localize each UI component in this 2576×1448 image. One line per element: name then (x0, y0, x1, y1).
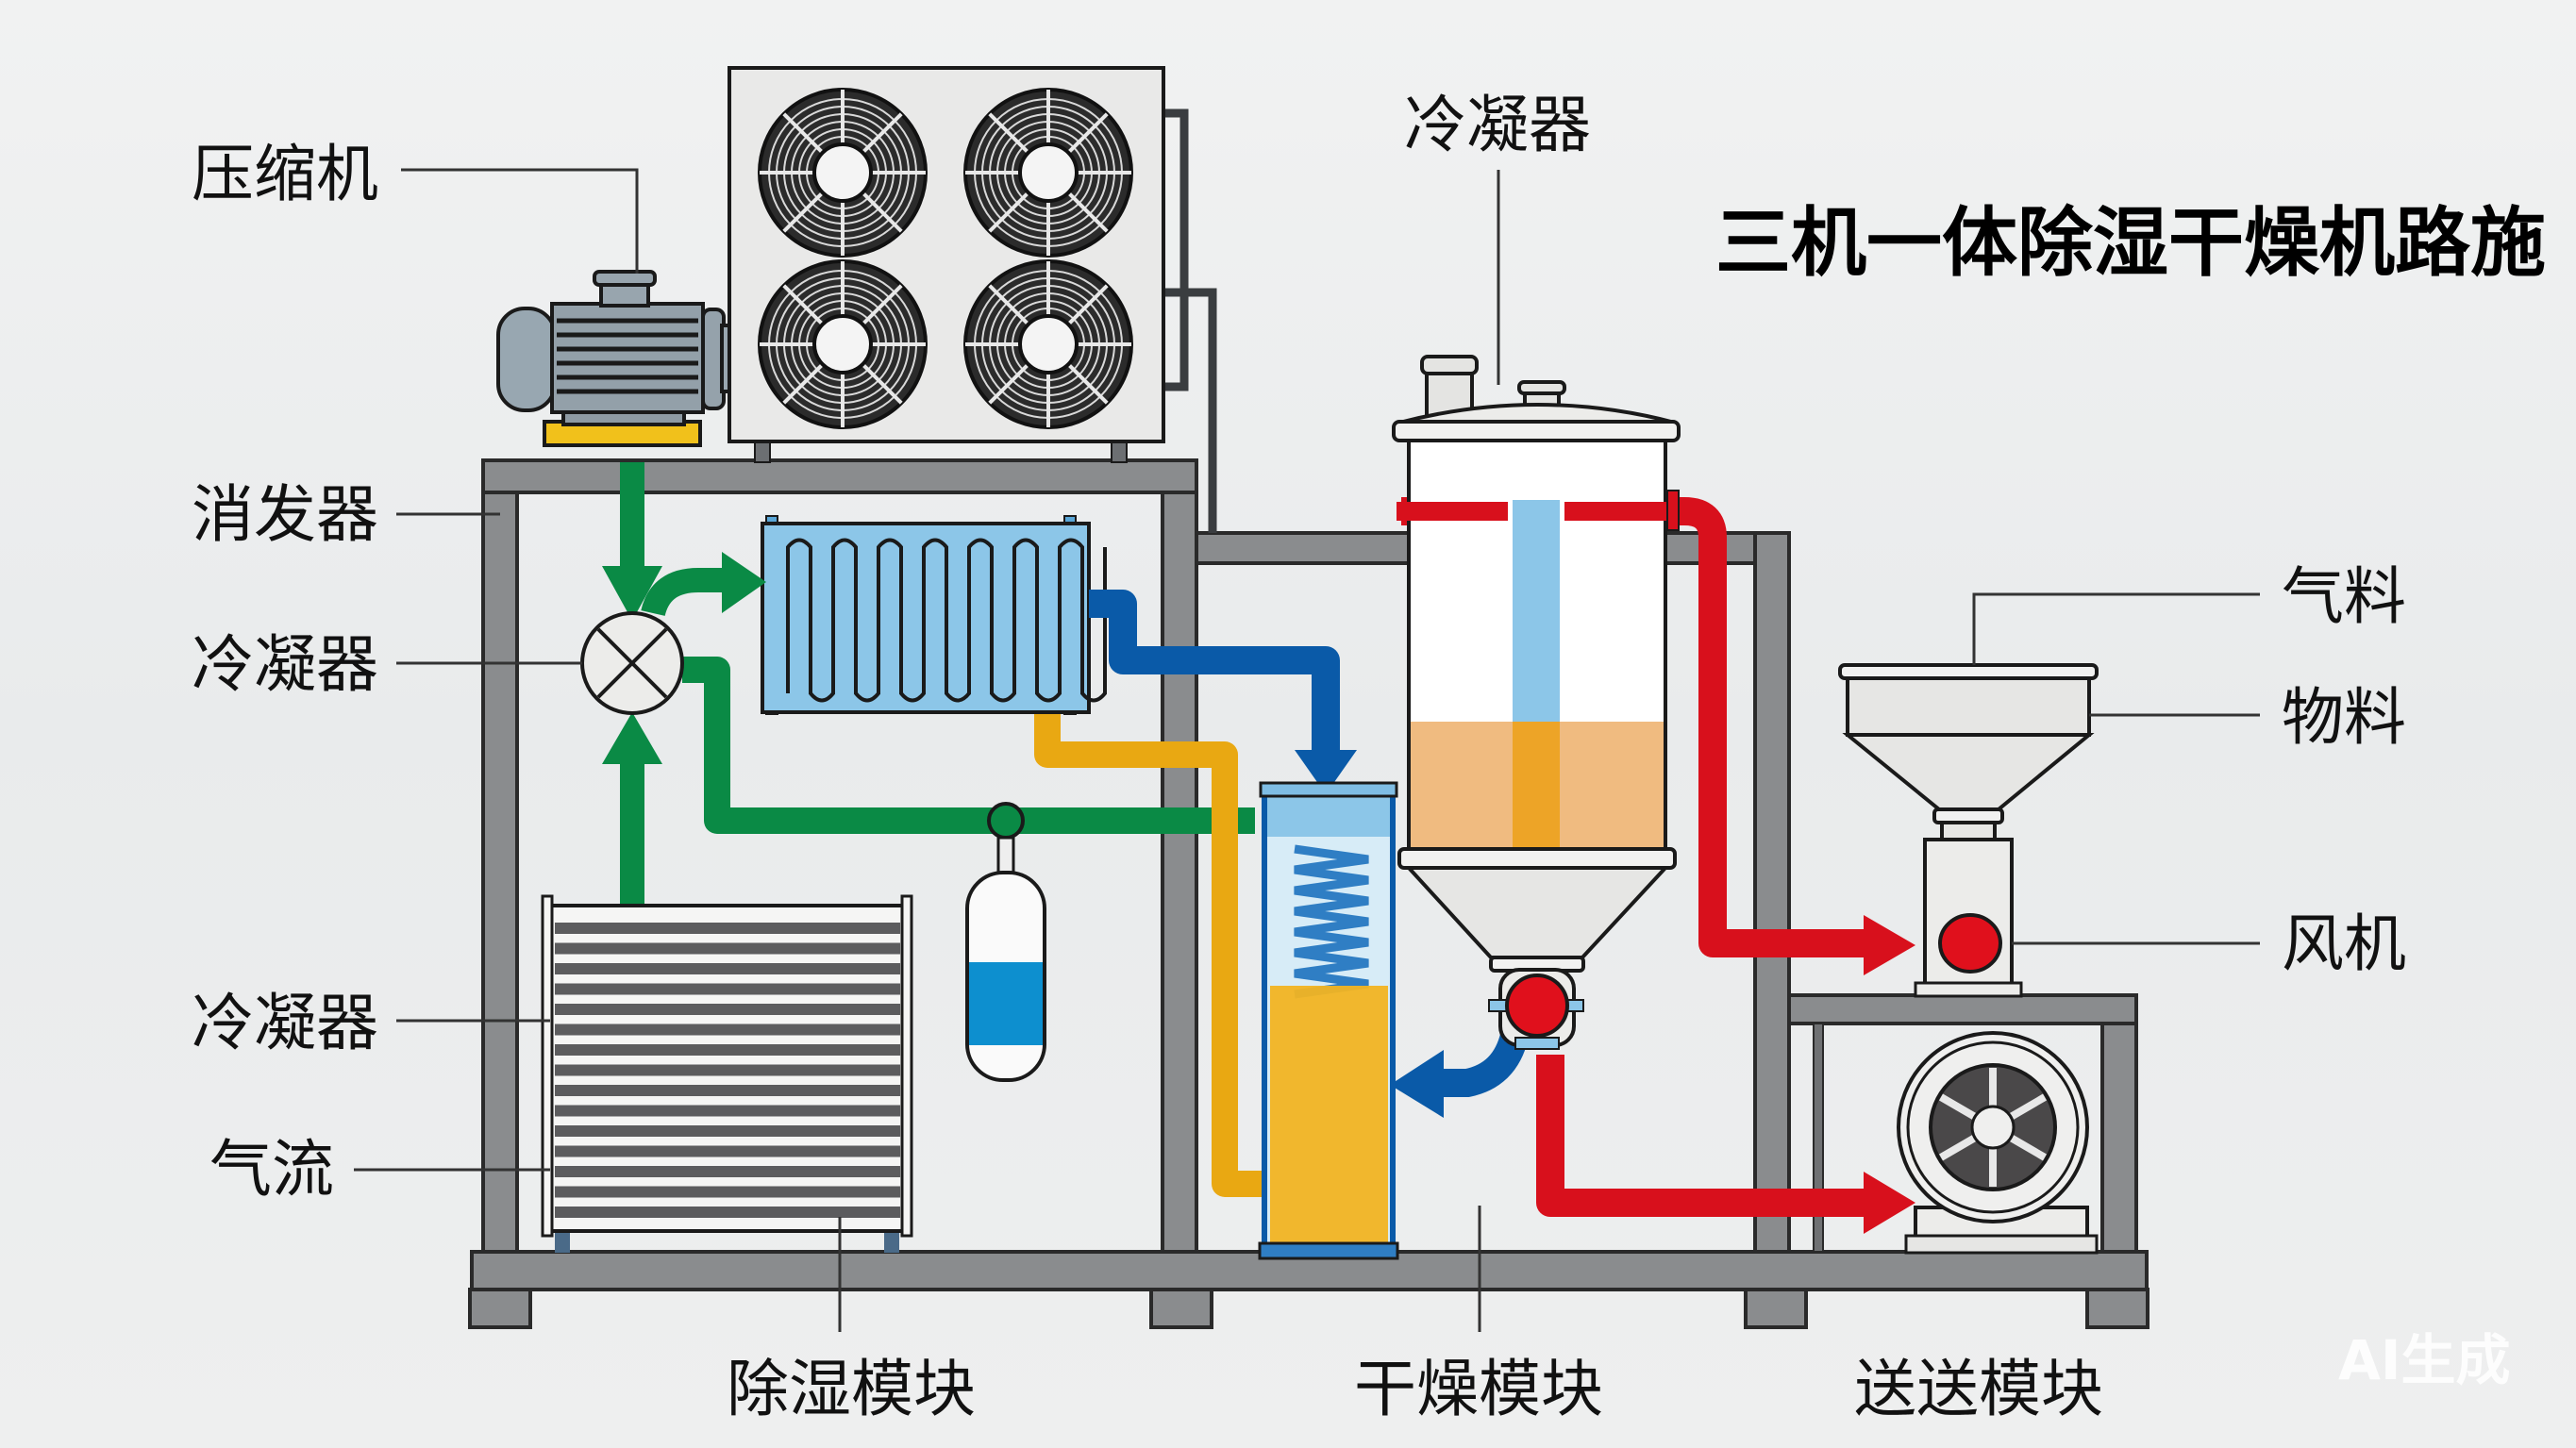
frame-foot (2085, 1288, 2149, 1329)
coil-fin (555, 963, 900, 974)
label-gas-material: 气料 (2282, 560, 2406, 633)
coil-fin (555, 942, 900, 955)
liquid-receiver (965, 802, 1046, 1082)
label-condenser-top: 冷凝器 (1404, 89, 1591, 161)
coil-fin (555, 1044, 900, 1056)
ai-watermark: AI生成 (2338, 1328, 2510, 1392)
frame-foot (1744, 1288, 1808, 1329)
coil-fin (555, 1085, 900, 1096)
module-drying: 干燥模块 (1354, 1353, 1603, 1425)
coil-fin (555, 1145, 900, 1157)
condenser-coil (541, 894, 913, 1253)
fan-icon (963, 259, 1133, 429)
coil-fin (555, 923, 900, 934)
coil-fin (555, 1105, 900, 1117)
coil-fin (555, 1125, 900, 1137)
refrigerant-pipes (602, 462, 1915, 1234)
label-material: 物料 (2282, 681, 2406, 754)
coil-fin (555, 1064, 900, 1076)
coil-fin (555, 1186, 900, 1198)
rotary-blower (1914, 838, 2023, 998)
leader-lines (354, 168, 2260, 1332)
fan-condenser-unit (728, 66, 1217, 533)
frame-foot (468, 1288, 532, 1329)
module-conveying: 送送模块 (1854, 1353, 2103, 1425)
fan-icon (963, 88, 1133, 258)
label-condenser-valve: 冷凝器 (192, 628, 378, 701)
label-blower: 风机 (2282, 907, 2406, 980)
label-airflow: 气流 (209, 1133, 334, 1206)
drying-hopper (1392, 355, 1681, 1050)
module-dehumidify: 除湿模块 (727, 1353, 976, 1425)
centrifugal-fan (1897, 1031, 2099, 1255)
desiccant-column (1258, 781, 1399, 1260)
fan-icon (758, 259, 928, 429)
compressor-motor (496, 270, 737, 447)
evaporator-heat-exchanger (761, 515, 1107, 715)
diagram-title: 三机一体除湿干燥机路施 (1715, 199, 2546, 287)
expansion-valve (580, 611, 684, 715)
module-labels: 除湿模块 干燥模块 送送模块 (727, 1353, 2103, 1425)
label-compressor: 压缩机 (192, 138, 378, 210)
coil-fin (555, 1004, 900, 1015)
coil-fin (555, 1207, 900, 1218)
coil-fin (555, 1166, 900, 1177)
fan-icon (758, 88, 928, 258)
coil-fin (555, 983, 900, 995)
label-evaporator: 消发器 (192, 478, 378, 551)
coil-fin (555, 1024, 900, 1036)
frame-foot (1149, 1288, 1213, 1329)
label-condenser-coil: 冷凝器 (192, 987, 378, 1059)
feed-hopper (1838, 663, 2099, 843)
component-labels: 压缩机 消发器 冷凝器 冷凝器 气流 冷凝器 气料 物料 风机 (192, 89, 2406, 1206)
